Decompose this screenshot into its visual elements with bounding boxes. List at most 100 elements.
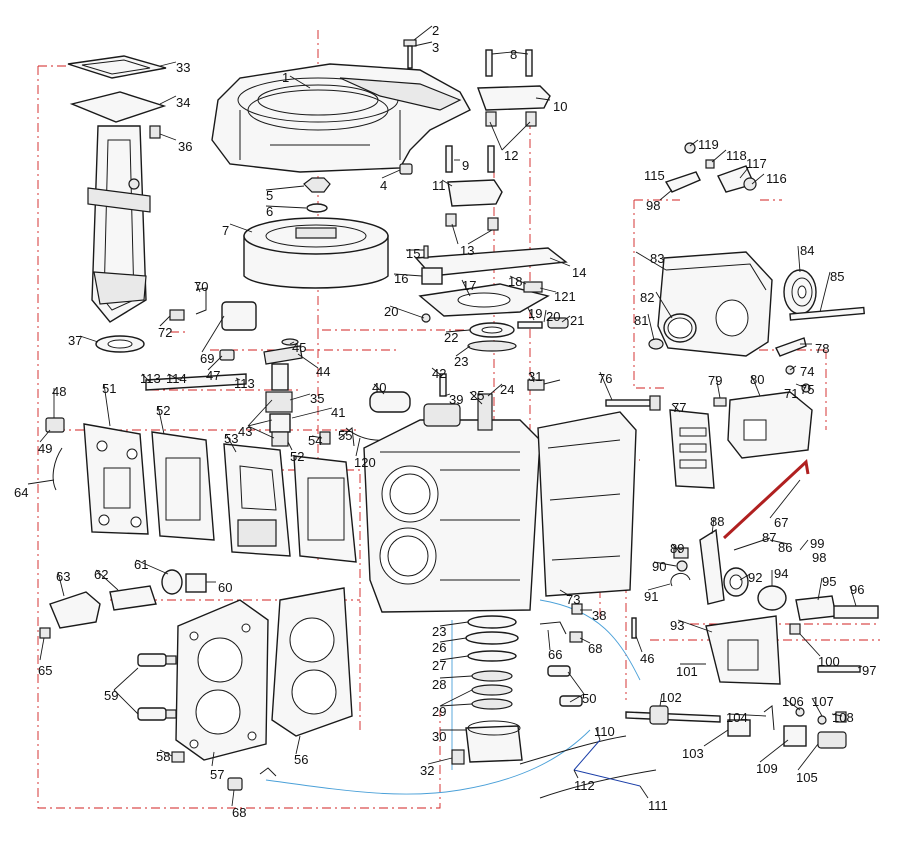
crankcase <box>537 411 637 597</box>
lower-seal-stack <box>451 615 523 765</box>
part-number-112: 112 <box>574 778 595 793</box>
ignition-coil-lower <box>445 145 503 231</box>
fuel-hose <box>145 373 247 391</box>
part-number-34: 34 <box>176 95 190 110</box>
part-number-77: 77 <box>672 400 686 415</box>
part-number-109: 109 <box>756 761 778 776</box>
part-number-61: 61 <box>134 557 148 572</box>
thermostat-cover <box>39 569 207 639</box>
part-number-64: 64 <box>14 485 28 500</box>
part-number-81: 81 <box>634 313 648 328</box>
throttle-cam <box>670 528 771 605</box>
part-number-121: 121 <box>554 289 576 304</box>
part-number-7: 7 <box>222 223 229 238</box>
oil-injection-unit <box>713 391 813 459</box>
part-number-68: 68 <box>232 805 246 820</box>
part-number-25: 25 <box>470 388 484 403</box>
part-number-23: 23 <box>432 624 446 639</box>
part-number-87: 87 <box>762 530 776 545</box>
pulley <box>783 269 817 315</box>
rectifier <box>169 287 257 331</box>
part-number-95: 95 <box>822 574 836 589</box>
part-number-106: 106 <box>782 694 804 709</box>
bolt-38 <box>571 603 583 615</box>
reed-valve <box>223 443 291 557</box>
mount-bracket <box>705 615 781 685</box>
part-number-113: 113 <box>234 376 255 391</box>
part-number-111: 111 <box>648 798 668 813</box>
part-number-23: 23 <box>454 354 468 369</box>
long-bolt <box>605 395 661 411</box>
flywheel <box>243 217 389 289</box>
pulley-bolt <box>789 306 865 321</box>
top-gasket <box>67 55 167 79</box>
part-number-104: 104 <box>726 710 748 725</box>
intake-manifold <box>83 423 149 535</box>
part-number-59: 59 <box>104 688 118 703</box>
fitting <box>219 349 235 361</box>
part-number-51: 51 <box>102 381 116 396</box>
part-number-93: 93 <box>670 618 684 633</box>
part-number-26: 26 <box>432 640 446 655</box>
part-number-97: 97 <box>862 663 876 678</box>
part-number-55: 55 <box>338 428 352 443</box>
part-number-37: 37 <box>68 333 82 348</box>
part-number-28: 28 <box>432 677 446 692</box>
part-number-96: 96 <box>850 582 864 597</box>
part-number-91: 91 <box>644 589 658 604</box>
part-number-36: 36 <box>178 139 192 154</box>
leader-lines <box>27 25 863 807</box>
part-number-35: 35 <box>310 391 324 406</box>
water-fittings <box>539 621 583 707</box>
spark-plugs <box>137 653 177 721</box>
part-number-76: 76 <box>598 371 612 386</box>
part-number-70: 70 <box>194 279 208 294</box>
friction-knob <box>757 585 879 673</box>
part-number-21: 21 <box>570 313 584 328</box>
part-number-78: 78 <box>815 341 829 356</box>
part-number-49: 49 <box>38 441 52 456</box>
part-number-69: 69 <box>200 351 214 366</box>
flywheel-cover <box>211 63 471 173</box>
part-number-102: 102 <box>660 690 682 705</box>
part-number-119: 119 <box>698 137 719 152</box>
part-number-58: 58 <box>156 749 170 764</box>
part-number-68: 68 <box>588 641 602 656</box>
part-number-85: 85 <box>830 269 844 284</box>
bolt <box>403 39 417 69</box>
o-ring <box>663 313 697 343</box>
part-number-114: 114 <box>166 371 187 386</box>
part-number-39: 39 <box>449 392 463 407</box>
washer-81 <box>648 338 664 350</box>
flywheel-nut <box>303 177 331 213</box>
part-number-4: 4 <box>380 178 387 193</box>
part-number-47: 47 <box>206 368 220 383</box>
part-number-110: 110 <box>594 724 615 739</box>
part-number-65: 65 <box>38 663 52 678</box>
part-number-54: 54 <box>308 433 322 448</box>
part-number-15: 15 <box>406 246 420 261</box>
part-number-20: 20 <box>546 309 560 324</box>
part-number-8: 8 <box>510 47 517 62</box>
fuel-filter <box>345 391 411 441</box>
part-number-48: 48 <box>52 384 66 399</box>
part-number-99: 99 <box>810 536 824 551</box>
part-number-31: 31 <box>528 369 542 384</box>
part-number-63: 63 <box>56 569 70 584</box>
part-number-14: 14 <box>572 265 586 280</box>
part-number-66: 66 <box>548 647 562 662</box>
part-number-19: 19 <box>528 306 542 321</box>
reed-gasket <box>151 431 215 541</box>
part-number-86: 86 <box>778 540 792 555</box>
bolt-39 <box>439 373 447 397</box>
part-number-3: 3 <box>432 40 439 55</box>
part-number-103: 103 <box>682 746 704 761</box>
part-number-92: 92 <box>748 570 762 585</box>
head-gasket <box>271 587 353 737</box>
part-number-9: 9 <box>462 158 469 173</box>
part-number-88: 88 <box>710 514 724 529</box>
part-number-62: 62 <box>94 567 108 582</box>
throttle-link-upper <box>664 142 757 193</box>
shift-rod <box>625 705 775 737</box>
